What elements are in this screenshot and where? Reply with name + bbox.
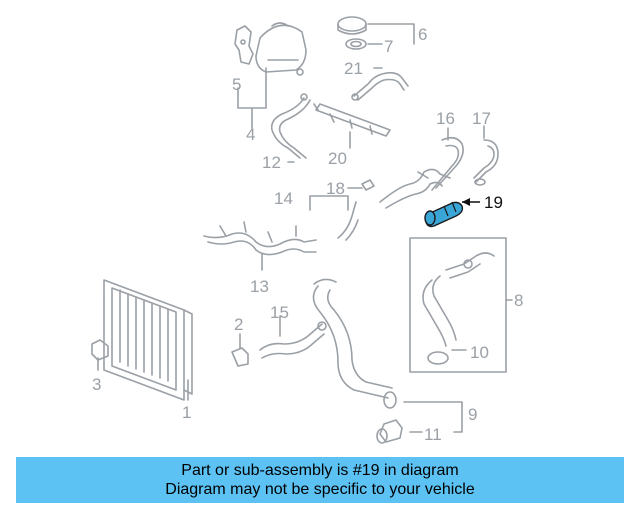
part-7-seal bbox=[345, 38, 367, 50]
part-3-clip bbox=[91, 339, 109, 361]
callout-19: 19 bbox=[484, 193, 503, 212]
part-11-fitting bbox=[376, 419, 403, 444]
callout-15: 15 bbox=[270, 303, 289, 322]
banner-line-1: Part or sub-assembly is #19 in diagram bbox=[181, 462, 459, 479]
info-banner: Part or sub-assembly is #19 in diagram D… bbox=[16, 457, 624, 503]
callout-6: 6 bbox=[418, 25, 427, 44]
callout-17: 17 bbox=[472, 109, 491, 128]
part-6-cap bbox=[337, 16, 367, 35]
callout-16: 16 bbox=[436, 109, 455, 128]
part-1-radiator bbox=[103, 279, 193, 401]
part-8-assembly-box bbox=[409, 237, 513, 373]
part-18-fitting bbox=[361, 179, 375, 191]
parts-diagram: 1 2 3 4 5 6 7 8 9 10 11 12 13 14 15 16 1… bbox=[91, 16, 523, 444]
callout-11: 11 bbox=[424, 425, 442, 444]
part-9-hose bbox=[312, 278, 397, 409]
part-17-hose bbox=[473, 139, 499, 186]
callout-14: 14 bbox=[274, 189, 293, 208]
callout-5: 5 bbox=[232, 75, 241, 94]
callout-21: 21 bbox=[344, 59, 363, 78]
callout-4: 4 bbox=[246, 125, 255, 144]
callout-1: 1 bbox=[182, 403, 191, 422]
callout-18: 18 bbox=[326, 179, 345, 198]
callout-13: 13 bbox=[250, 277, 269, 296]
callout-20: 20 bbox=[328, 149, 347, 168]
callout-7: 7 bbox=[384, 37, 393, 56]
part-13-harness bbox=[203, 221, 317, 256]
banner-line-2: Diagram may not be specific to your vehi… bbox=[165, 481, 475, 498]
callout-10: 10 bbox=[470, 343, 489, 362]
callout-8: 8 bbox=[514, 291, 523, 310]
part-5-bracket bbox=[234, 25, 254, 65]
callout-9: 9 bbox=[468, 405, 477, 424]
part-16-hose bbox=[417, 136, 464, 191]
callout-3: 3 bbox=[92, 375, 101, 394]
part-4-reservoir bbox=[255, 22, 307, 76]
part-15-hose bbox=[259, 321, 327, 359]
part-19-highlighted bbox=[424, 198, 480, 228]
part-12-hose bbox=[270, 93, 311, 159]
callout-2: 2 bbox=[234, 315, 243, 334]
part-2-clip bbox=[231, 347, 249, 367]
part-20-crossmember bbox=[313, 103, 391, 137]
callout-12: 12 bbox=[262, 153, 281, 172]
part-21-hose bbox=[351, 71, 409, 101]
